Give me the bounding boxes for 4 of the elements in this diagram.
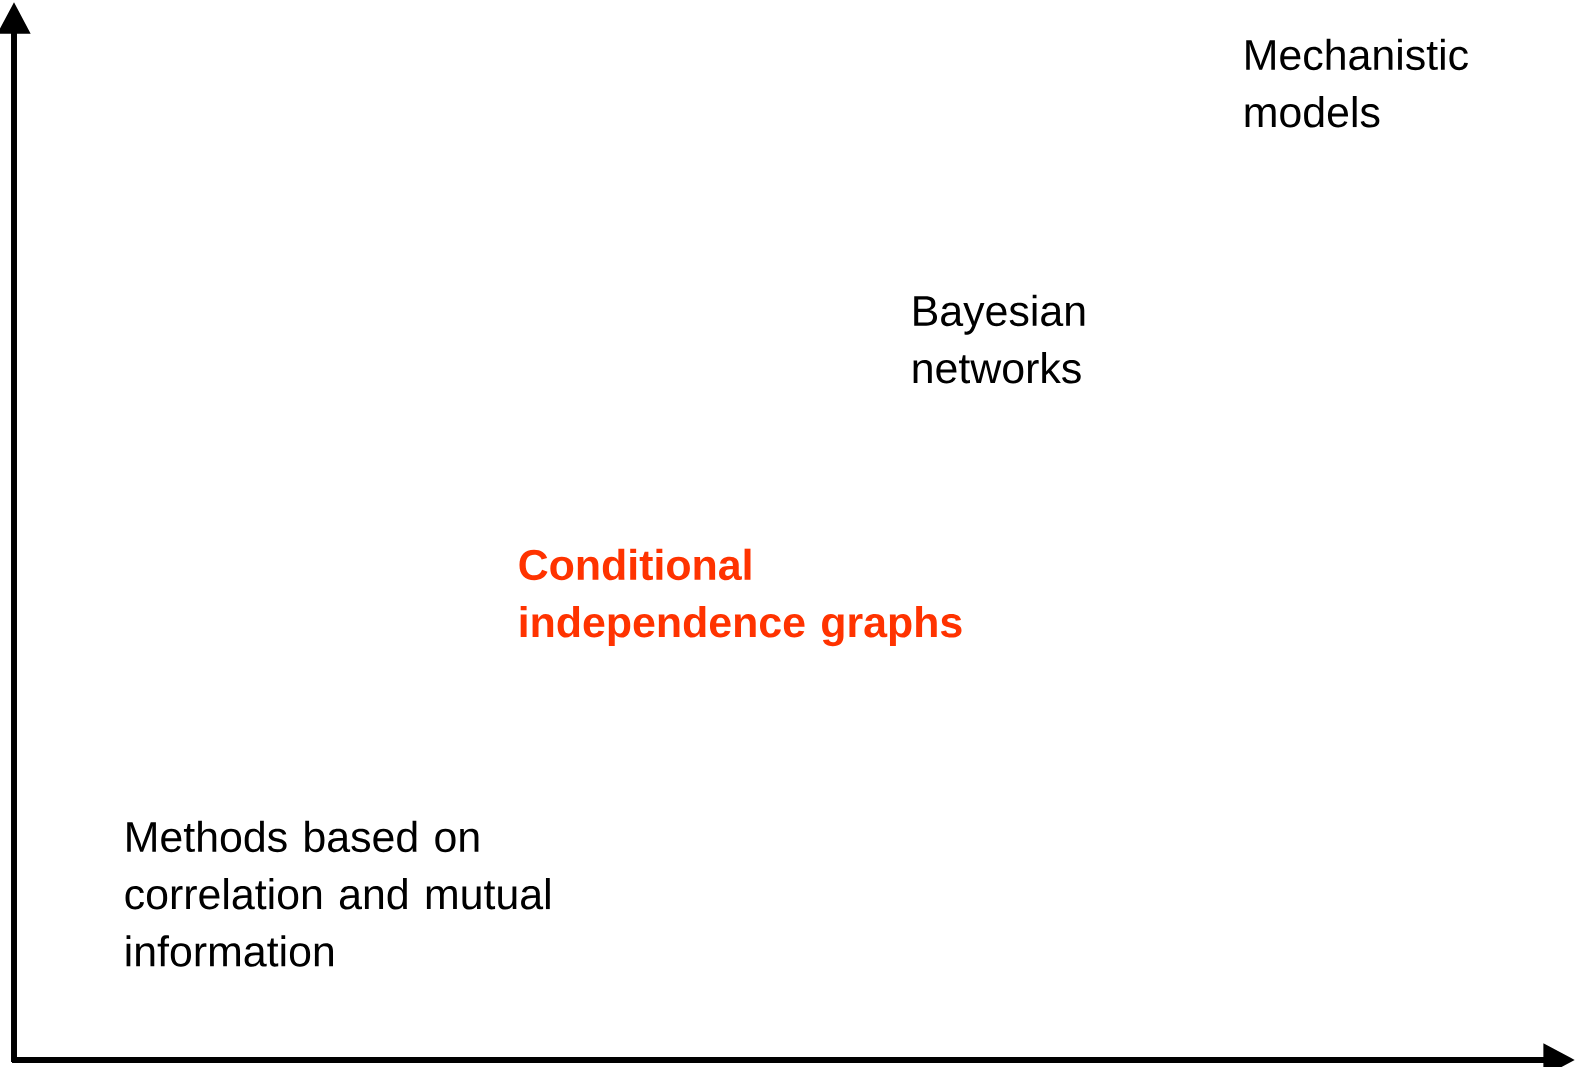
- axis-label: Bayesian networks: [913, 294, 1085, 384]
- axis-label: Methods based on correlation and mutual information: [125, 820, 550, 967]
- axis-label: Mechanistic models: [1245, 38, 1468, 128]
- axis-label: Conditional independence graphs: [519, 548, 962, 647]
